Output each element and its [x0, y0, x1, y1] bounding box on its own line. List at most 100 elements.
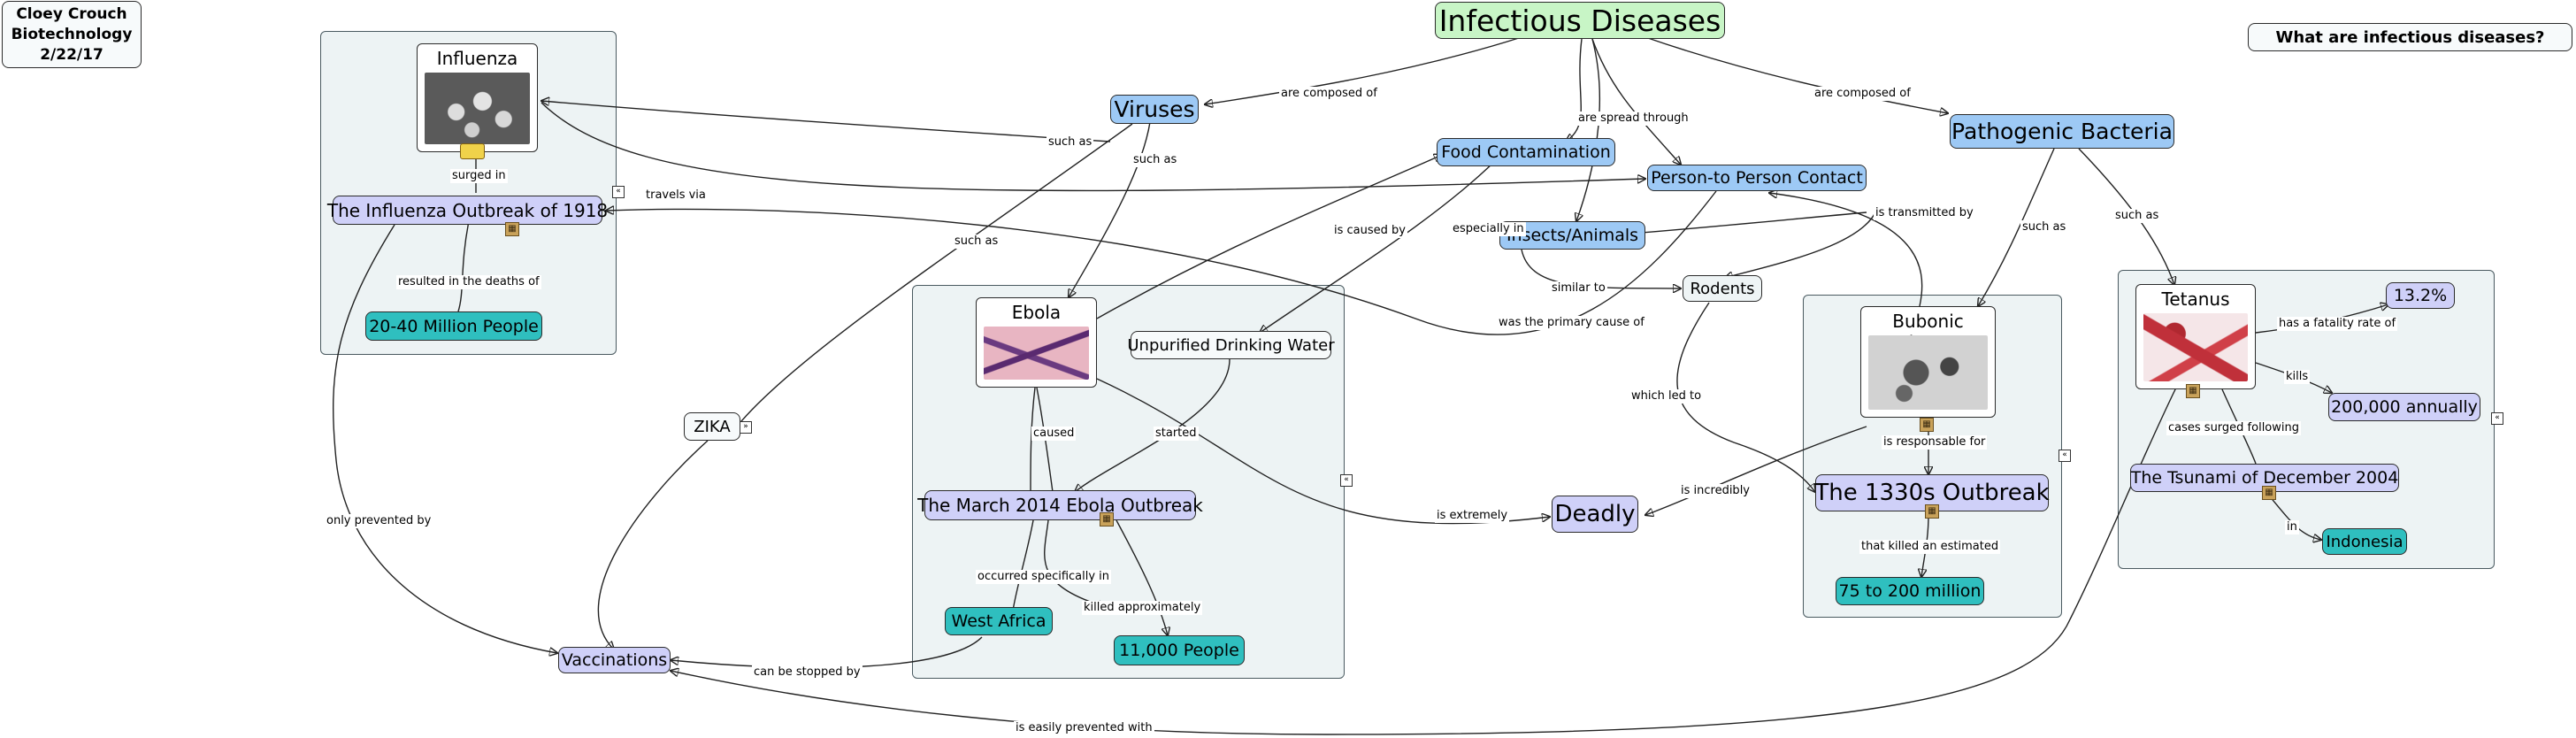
tetanus-group-collapse-icon[interactable]: « [2491, 412, 2503, 425]
author-name: Cloey Crouch [16, 4, 127, 23]
link-plague-deadly [1645, 426, 1867, 515]
tetanus-bacteria-image [2143, 313, 2248, 381]
link-root-bacteria [1644, 36, 1948, 113]
viruses-node[interactable]: Viruses [1110, 95, 1199, 124]
influenza-node[interactable]: Influenza [417, 43, 538, 152]
link-food-water [1260, 160, 1496, 333]
west-africa-node[interactable]: West Africa [945, 607, 1053, 635]
link-label-such-as-plague: such as [2020, 220, 2068, 234]
link-label-especially-in: especially in [1451, 222, 1526, 236]
annual-kills-node[interactable]: 200,000 annually [2328, 393, 2480, 421]
ebola-outbreak-node[interactable]: The March 2014 Ebola Outbreak [917, 490, 1203, 520]
plague-resource-icon[interactable]: ▦ [1920, 418, 1934, 432]
link-ebola-outbreak-b [1036, 387, 1054, 493]
link-person-outbreak1918 [606, 190, 1717, 335]
link-label-transmitted-by: is transmitted by [1874, 206, 1975, 220]
plague-group-collapse-icon[interactable]: « [2058, 450, 2071, 462]
link-label-such-as-ebola: such as [1131, 153, 1179, 167]
link-label-killed-estimated: that killed an estimated [1859, 540, 2001, 554]
bubonic-plague-image [1868, 335, 1988, 410]
rodents-node[interactable]: Rodents [1683, 275, 1762, 302]
deadly-node[interactable]: Deadly [1552, 496, 1638, 533]
link-label-easily-prevented: is easily prevented with [1014, 721, 1154, 735]
author-box: Cloey Crouch Biotechnology 2/22/17 [2, 1, 142, 68]
link-label-is-incredibly: is incredibly [1679, 484, 1752, 498]
unpurified-water-node[interactable]: Unpurified Drinking Water [1127, 331, 1335, 359]
influenza-outbreak-node[interactable]: The Influenza Outbreak of 1918 [327, 196, 608, 225]
link-label-primary-cause: was the primary cause of [1497, 316, 1646, 330]
link-label-killed-approx: killed approximately [1082, 601, 1203, 615]
link-label-which-led-to: which led to [1629, 389, 1704, 404]
link-label-surged-in: surged in [450, 169, 508, 183]
link-outbreak-vaccinations [333, 224, 557, 653]
ebola-group-collapse-icon[interactable]: « [1340, 474, 1353, 487]
link-ebola-food [1096, 155, 1442, 319]
million-people-node[interactable]: 20-40 Million People [365, 311, 542, 341]
link-label-such-as-zika: such as [953, 234, 1000, 249]
link-label-cases-surged: cases surged following [2166, 421, 2301, 435]
link-label-such-as-tetanus: such as [2113, 209, 2161, 223]
outbreak-1330s-resource-icon[interactable]: ▦ [1925, 504, 1939, 519]
link-plague-rodents [1725, 211, 1876, 278]
ebola-outbreak-resource-icon[interactable]: ▦ [1100, 512, 1114, 527]
link-label-fatality: has a fatality rate of [2277, 317, 2398, 331]
link-outbreak-million [457, 220, 470, 312]
person-contact-node[interactable]: Person-to Person Contact [1647, 165, 1867, 191]
tetanus-node[interactable]: Tetanus [2135, 284, 2256, 389]
link-label-caused-by: is caused by [1332, 224, 1407, 238]
link-viruses-ebola [1069, 121, 1151, 297]
link-bacteria-plague [1978, 148, 2055, 306]
ebola-virus-image [984, 327, 1089, 380]
pathogenic-bacteria-node[interactable]: Pathogenic Bacteria [1950, 114, 2174, 149]
link-label-can-be-stopped: can be stopped by [752, 665, 862, 680]
ebola-title: Ebola [1011, 302, 1062, 323]
link-root-viruses [1205, 36, 1522, 104]
link-tetanus-vaccinations [671, 387, 2177, 735]
tsunami-resource-icon[interactable]: ▦ [2262, 486, 2276, 500]
author-date: 2/22/17 [40, 45, 104, 64]
influenza-outbreak-resource-icon[interactable]: ▦ [505, 222, 519, 236]
tetanus-resource-icon[interactable]: ▦ [2186, 384, 2200, 398]
link-label-responsible-for: is responsable for [1882, 435, 1988, 450]
indonesia-node[interactable]: Indonesia [2322, 528, 2407, 555]
influenza-group-collapse-icon[interactable]: « [612, 186, 625, 198]
link-label-in: in [2285, 520, 2299, 534]
link-viruses-zika [736, 123, 1133, 427]
tsunami-node[interactable]: The Tsunami of December 2004 [2130, 464, 2399, 492]
link-plague-person [1769, 193, 1923, 307]
link-label-composed-left: are composed of [1279, 87, 1379, 101]
link-root-food [1566, 38, 1583, 142]
seventy-five-million-node[interactable]: 75 to 200 million [1836, 577, 1984, 605]
eleven-thousand-node[interactable]: 11,000 People [1114, 635, 1245, 665]
influenza-virus-image [425, 73, 530, 144]
zika-collapse-icon[interactable]: » [740, 421, 752, 434]
ebola-node[interactable]: Ebola [976, 297, 1097, 388]
link-label-occurred-in: occurred specifically in [976, 570, 1112, 584]
link-ebola-deadly [1096, 378, 1550, 525]
link-outbreak-11000 [1116, 519, 1168, 635]
link-label-similar-to: similar to [1550, 281, 1607, 296]
influenza-title: Influenza [436, 48, 518, 69]
link-outbreak-westafrica-b [1044, 519, 1106, 607]
vaccinations-node[interactable]: Vaccinations [558, 647, 671, 673]
link-rodents-1330s [1676, 302, 1815, 492]
link-label-kills: kills [2284, 370, 2311, 384]
link-plague-insects [1608, 211, 1867, 235]
link-outbreak-westafrica [1012, 519, 1034, 611]
link-ebola-outbreak [1030, 387, 1036, 493]
link-label-started: started [1154, 427, 1199, 441]
link-label-spread-through: are spread through [1576, 111, 1690, 126]
tetanus-title: Tetanus [2161, 288, 2230, 310]
infectious-diseases-node[interactable]: Infectious Diseases [1435, 2, 1725, 39]
link-zika-vaccinations [597, 440, 709, 650]
food-contamination-node[interactable]: Food Contamination [1437, 138, 1615, 166]
zika-node[interactable]: ZIKA [684, 412, 740, 441]
author-course: Biotechnology [11, 25, 133, 43]
fatality-rate-node[interactable]: 13.2% [2386, 282, 2455, 309]
link-label-composed-right: are composed of [1813, 87, 1913, 101]
bubonic-plague-node[interactable]: Bubonic Plague [1860, 306, 1996, 418]
link-viruses-influenza [541, 101, 1111, 142]
influenza-attachment-icon[interactable] [460, 143, 485, 159]
link-label-only-prevented: only prevented by [325, 514, 433, 528]
question-box: What are infectious diseases? [2248, 23, 2572, 51]
